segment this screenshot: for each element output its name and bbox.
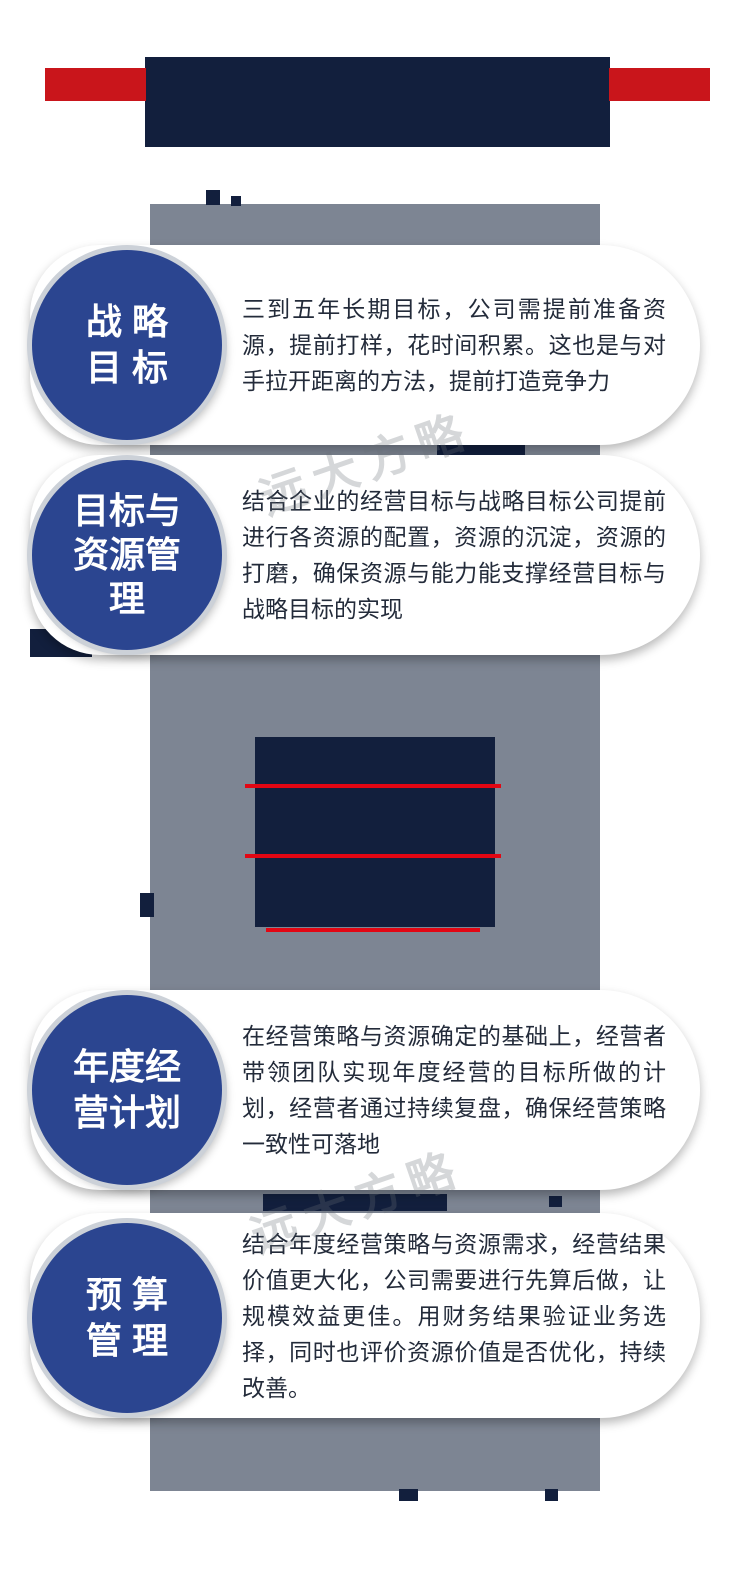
- hidden-text-fragment: [545, 1489, 558, 1501]
- circle-label-line: 管 理: [85, 1320, 168, 1361]
- card-body-text: 结合企业的经营目标与战略目标公司提前进行各资源的配置，资源的沉淀，资源的打磨，确…: [242, 488, 666, 622]
- red-underline: [266, 928, 480, 932]
- hidden-text-fragment: [206, 190, 220, 205]
- circle-label-line: 目 标: [85, 347, 168, 388]
- circle-annual-business-plan: 年度经 营计划: [32, 995, 222, 1185]
- header-left-red-bar: [45, 68, 146, 101]
- header-right-red-bar: [609, 68, 710, 101]
- circle-label-line: 目标与: [72, 490, 181, 531]
- red-underline: [245, 854, 501, 858]
- circle-goals-and-resource-management: 目标与 资源管 理: [32, 460, 222, 650]
- card-body-text: 结合年度经营策略与资源需求，经营结果价值更大化，公司需要进行先算后做，让规模效益…: [242, 1230, 666, 1401]
- hidden-text-fragment: [263, 1194, 447, 1211]
- title-box: [145, 57, 610, 147]
- circle-strategic-goals: 战 略 目 标: [32, 250, 222, 440]
- hidden-text-fragment: [231, 196, 241, 206]
- circle-label-line: 年度经: [72, 1046, 181, 1087]
- hidden-text-fragment: [399, 1489, 418, 1501]
- circle-budget-management: 预 算 管 理: [32, 1223, 222, 1413]
- circle-label-line: 营计划: [72, 1092, 181, 1133]
- hidden-text-fragment: [549, 1196, 562, 1207]
- circle-label-line: 理: [108, 578, 145, 619]
- red-underline: [245, 784, 501, 788]
- card-body-text: 三到五年长期目标，公司需提前准备资源，提前打样，花时间积累。这也是与对手拉开距离…: [242, 296, 666, 394]
- highlight-box: [255, 737, 495, 927]
- circle-label-line: 预 算: [85, 1274, 168, 1315]
- circle-label-line: 资源管: [72, 534, 181, 575]
- circle-label-line: 战 略: [85, 301, 168, 342]
- hidden-text-fragment: [140, 893, 154, 917]
- card-body-text: 在经营策略与资源确定的基础上，经营者带领团队实现年度经营的目标所做的计划，经营者…: [242, 1023, 666, 1157]
